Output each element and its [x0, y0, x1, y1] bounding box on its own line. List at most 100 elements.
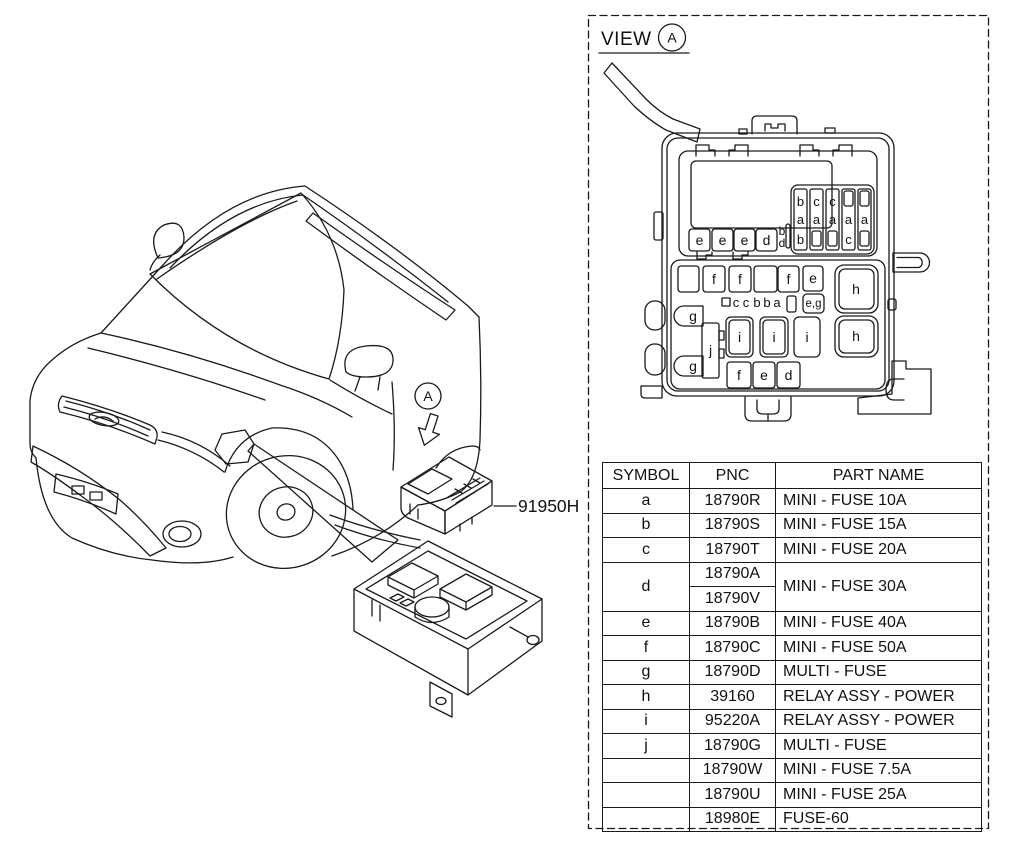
fuse-label: c [813, 194, 820, 209]
svg-text:f: f [712, 271, 716, 287]
relay-slot: i [759, 316, 789, 358]
fuse-slot: f [777, 265, 800, 293]
fuse-label: a [797, 212, 805, 227]
svg-text:i: i [772, 329, 775, 345]
cell-part-name: RELAY ASSY - POWER [775, 708, 982, 734]
lower-fusebox-tray [353, 540, 543, 718]
col-header-pnc: PNC [689, 462, 776, 489]
col-header-part-name: PART NAME [775, 462, 982, 489]
fuse-slot: e [711, 228, 734, 252]
a-marker-circle [414, 382, 442, 410]
svg-text:i: i [805, 329, 808, 345]
table-row: 18790V [603, 586, 982, 612]
fuse-label: b [753, 295, 760, 310]
table-row: d 18790A MINI - FUSE 30A [602, 561, 982, 612]
fuse-label: c [845, 232, 852, 247]
fuse-label: a [829, 212, 837, 227]
cell-pnc: 18790B [689, 610, 776, 636]
fuse-slot: e [802, 265, 824, 292]
svg-text:h: h [852, 281, 860, 297]
table-row: b 18790S MINI - FUSE 15A [602, 512, 982, 538]
table-row: f 18790C MINI - FUSE 50A [602, 635, 982, 661]
fusebox-diagram: e e e d b d b c c a a a a a b c f f f e [603, 62, 932, 422]
fuse-label: b [779, 224, 786, 238]
upper-fusebox-part [400, 456, 517, 535]
multi-fuse-slot: j [701, 322, 725, 379]
fuse-label: c [829, 194, 836, 209]
svg-text:e: e [809, 270, 817, 286]
part-code-label: 91950H [518, 496, 579, 516]
cell-part-name: RELAY ASSY - POWER [775, 684, 982, 710]
cell-pnc: 18790G [689, 733, 776, 759]
fuse-slot: f [702, 265, 726, 293]
view-panel: VIEW A [587, 14, 990, 830]
svg-text:f: f [737, 367, 741, 383]
svg-text:e: e [760, 367, 768, 383]
svg-text:j: j [708, 342, 712, 358]
table-row: a 18790R MINI - FUSE 10A [602, 488, 982, 514]
svg-text:f: f [738, 271, 742, 287]
cell-pnc: 18790U [689, 782, 776, 808]
car-drawing [29, 185, 482, 570]
svg-text:h: h [852, 328, 860, 344]
fuse-label: c [743, 295, 750, 310]
table-row: e 18790B MINI - FUSE 40A [602, 610, 982, 636]
fuse-label: b [797, 232, 804, 247]
dashed-border [587, 14, 990, 830]
svg-text:e: e [741, 232, 749, 248]
cell-symbol [602, 806, 690, 832]
location-marker [214, 429, 399, 563]
multi-fuse-slot: g [673, 355, 704, 377]
cell-part-name: MINI - FUSE 30A [775, 561, 982, 612]
cell-symbol [602, 757, 690, 783]
down-arrow-icon [417, 412, 441, 446]
svg-text:d: d [763, 232, 771, 248]
fuse-slot: f [726, 361, 752, 389]
cell-pnc: 18790R [689, 488, 776, 514]
cell-symbol: d [602, 561, 690, 612]
multi-fuse-slot: g [673, 305, 704, 327]
fuse-slot: e [688, 228, 711, 252]
cell-symbol [602, 782, 690, 808]
relay-slot: h [834, 315, 879, 358]
svg-text:g: g [689, 308, 697, 324]
svg-text:e,g: e,g [806, 298, 822, 310]
fuse-label: c [733, 295, 740, 310]
table-row: 18790W MINI - FUSE 7.5A [602, 757, 982, 783]
cell-pnc: 18790S [689, 512, 776, 538]
fuse-label: a [813, 212, 821, 227]
cell-symbol: g [602, 659, 690, 685]
fuse-label: d [779, 236, 786, 250]
table-row: g 18790D MULTI - FUSE [602, 659, 982, 685]
table-row: c 18790T MINI - FUSE 20A [602, 537, 982, 563]
relay-slot: i [725, 316, 754, 358]
svg-text:i: i [738, 329, 741, 345]
col-header-symbol: SYMBOL [602, 462, 690, 489]
cell-part-name: MULTI - FUSE [775, 659, 982, 685]
fuse-label: b [763, 295, 770, 310]
cell-pnc: 18980E [689, 806, 776, 832]
cell-pnc: 18790V [689, 586, 776, 612]
cell-symbol: b [602, 512, 690, 538]
cell-pnc: 18790A [689, 561, 776, 587]
fuse-slot: e,g [802, 293, 825, 314]
fuse-label: b [797, 194, 804, 209]
cell-symbol: h [602, 684, 690, 710]
fuse-slot: d [755, 228, 778, 252]
cell-symbol: i [602, 708, 690, 734]
cell-symbol: a [602, 488, 690, 514]
table-row: h 39160 RELAY ASSY - POWER [602, 684, 982, 710]
svg-text:g: g [689, 358, 697, 374]
svg-text:e: e [719, 232, 727, 248]
cell-part-name: MINI - FUSE 50A [775, 635, 982, 661]
a-marker-label: A [423, 388, 433, 404]
cell-part-name: MINI - FUSE 10A [775, 488, 982, 514]
fuse-label: a [845, 212, 853, 227]
fuse-slot: e [733, 228, 756, 252]
table-row: j 18790G MULTI - FUSE [602, 733, 982, 759]
cell-part-name: MINI - FUSE 7.5A [775, 757, 982, 783]
view-marker-label: A [667, 30, 677, 46]
relay-slot: h [834, 264, 879, 314]
